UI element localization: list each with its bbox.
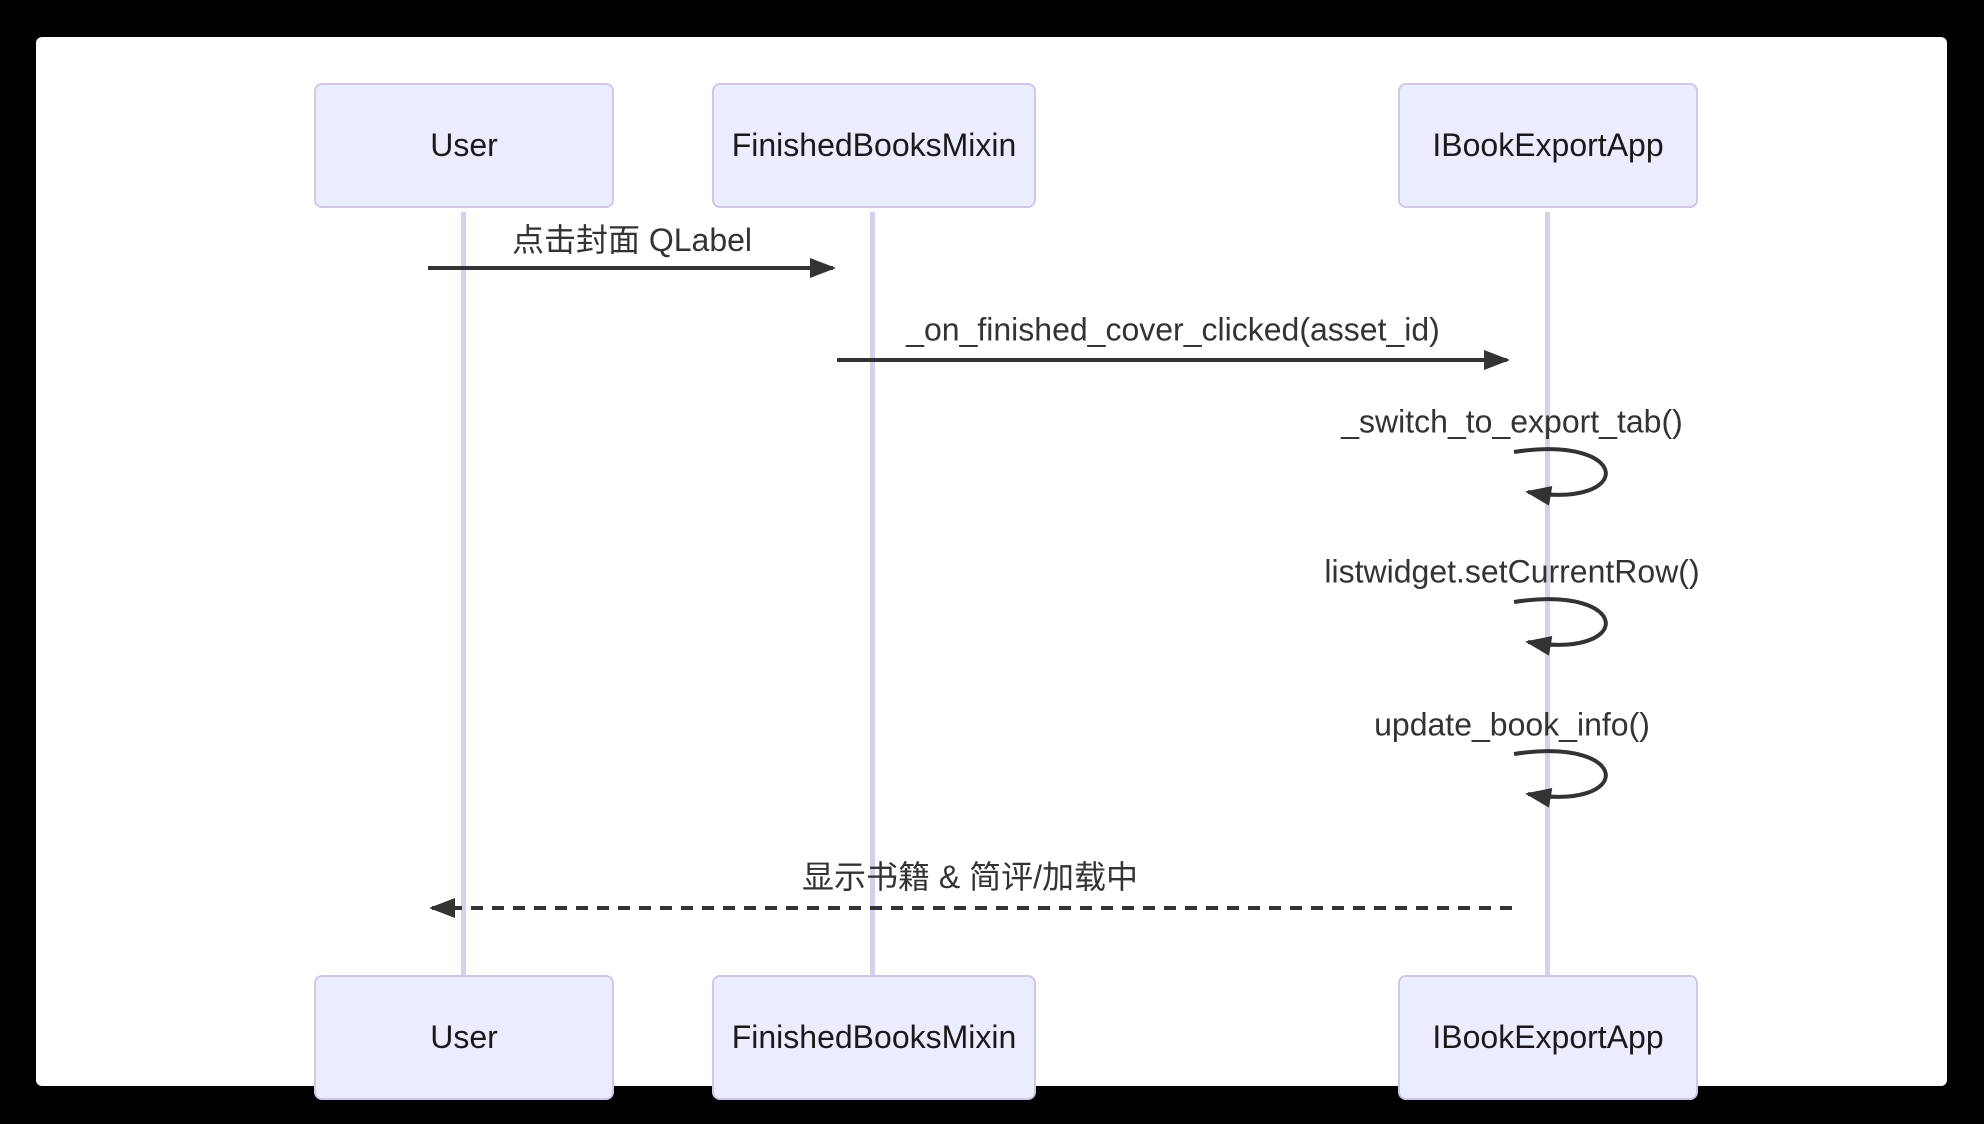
self-loop-label-3: update_book_info(): [1374, 706, 1650, 743]
return-message-label: 显示书籍 & 简评/加载中: [801, 859, 1139, 895]
actor-label-user: User: [430, 127, 498, 163]
lifeline-user: [461, 212, 466, 975]
self-loop-label-2: listwidget.setCurrentRow(): [1324, 553, 1700, 590]
actor-label-ibookexportapp-bottom: IBookExportApp: [1432, 1019, 1664, 1055]
actor-label-finishedbooksmixin-bottom: FinishedBooksMixin: [731, 1019, 1017, 1055]
actor-bottom-user: User: [314, 975, 614, 1100]
actor-label-user-bottom: User: [430, 1019, 498, 1055]
actor-label-finishedbooksmixin: FinishedBooksMixin: [731, 127, 1017, 163]
self-loop-label-1: _switch_to_export_tab(): [1341, 403, 1683, 440]
message-label-1: 点击封面 QLabel: [511, 222, 753, 258]
message-label-2: _on_finished_cover_clicked(asset_id): [906, 311, 1440, 348]
actor-top-ibookexportapp: IBookExportApp: [1398, 83, 1698, 208]
diagram-canvas: User FinishedBooksMixin IBookExportApp U…: [36, 37, 1947, 1100]
actor-top-finishedbooksmixin: FinishedBooksMixin: [712, 83, 1036, 208]
actor-top-user: User: [314, 83, 614, 208]
actor-label-ibookexportapp: IBookExportApp: [1432, 127, 1664, 163]
actor-bottom-finishedbooksmixin: FinishedBooksMixin: [712, 975, 1036, 1100]
actor-bottom-ibookexportapp: IBookExportApp: [1398, 975, 1698, 1100]
lifeline-finishedbooksmixin: [870, 212, 875, 975]
lifeline-ibookexportapp: [1545, 212, 1550, 975]
